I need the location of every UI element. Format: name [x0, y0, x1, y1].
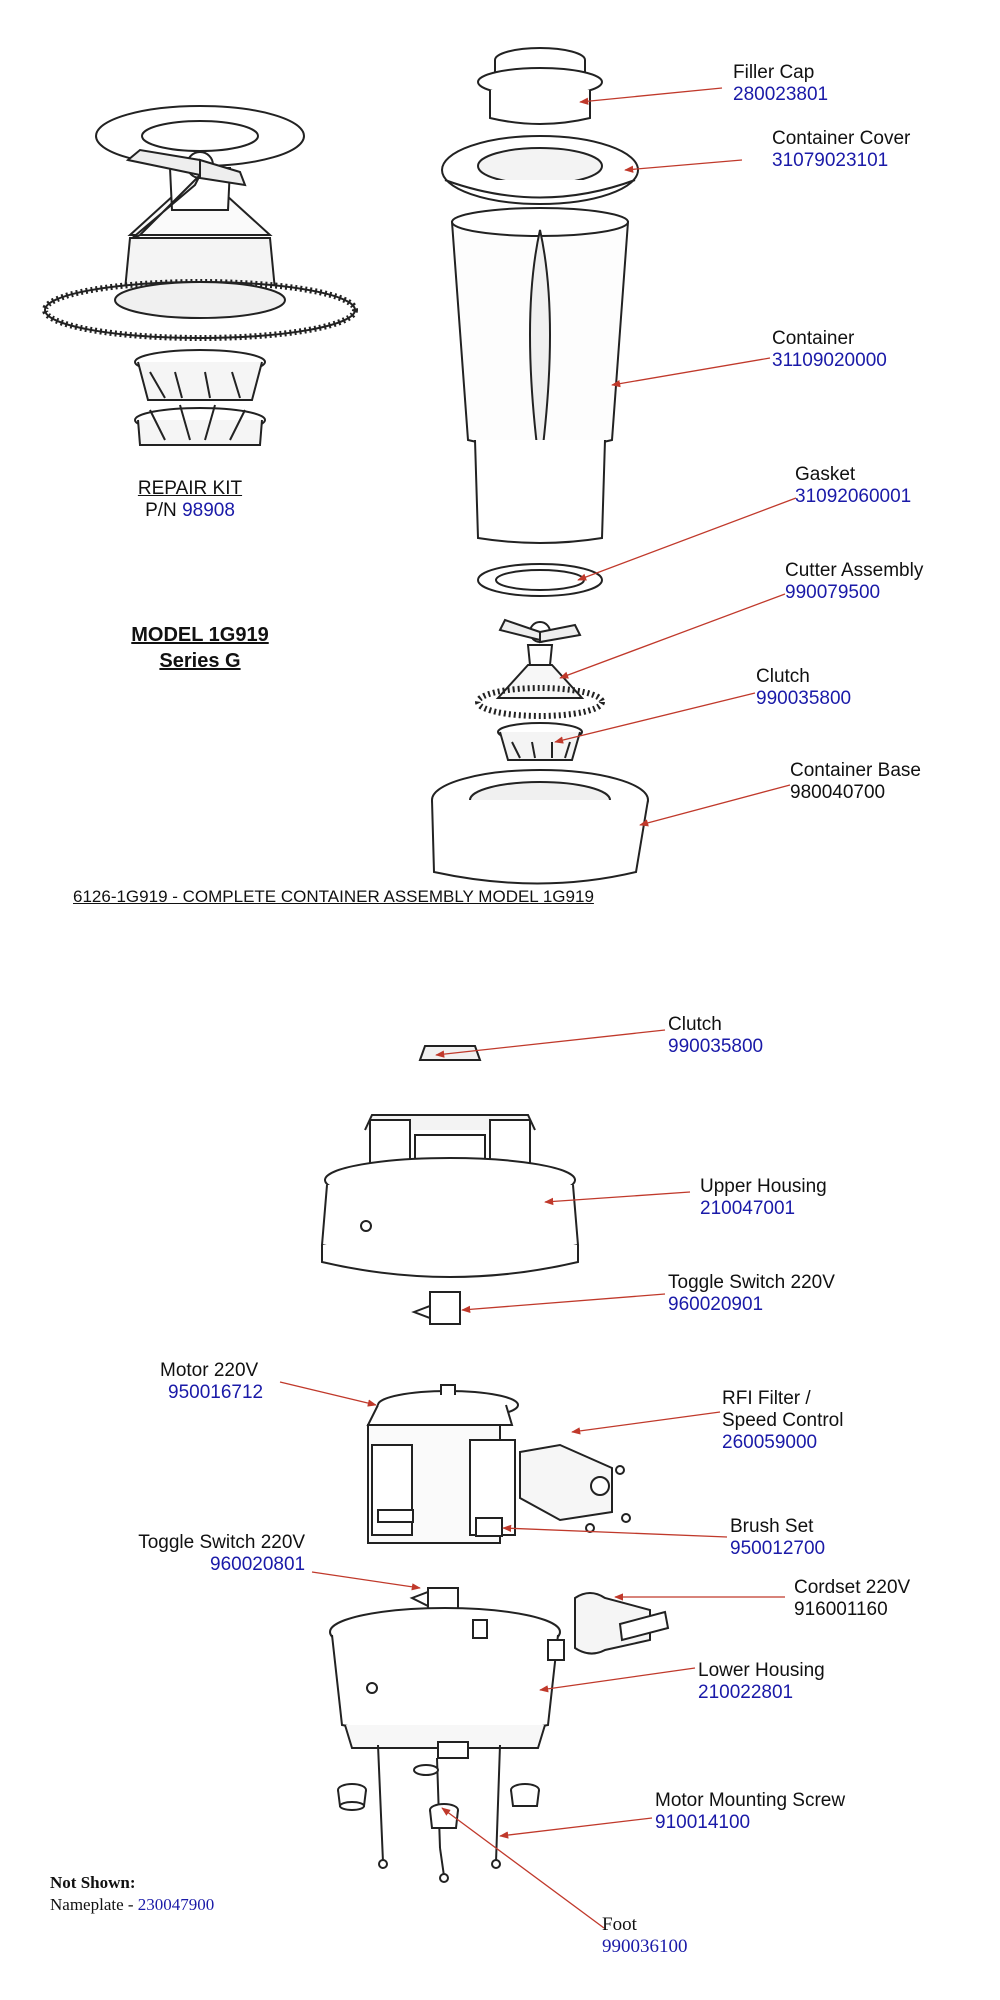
- callout-name: Brush Set: [730, 1516, 814, 1537]
- callout-toggle-switch-2: Toggle Switch 220V 960020801: [135, 1532, 305, 1576]
- callout-part-number: 980040700: [790, 782, 886, 803]
- callout-filler-cap: Filler Cap 280023801: [733, 62, 828, 106]
- callout-name: Cordset 220V: [794, 1577, 911, 1598]
- callout-brush-set: Brush Set 950012700: [730, 1516, 825, 1560]
- callout-part-number: 960020901: [668, 1294, 764, 1315]
- callout-name: Lower Housing: [698, 1660, 825, 1681]
- callout-part-number: 990035800: [668, 1036, 764, 1057]
- callout-name: Toggle Switch 220V: [138, 1532, 306, 1553]
- callout-part-number: 990079500: [785, 582, 881, 603]
- repair-kit-title: REPAIR KIT: [137, 478, 243, 499]
- assembly-caption: 6126-1G919 - COMPLETE CONTAINER ASSEMBLY…: [73, 887, 594, 906]
- callout-gasket: Gasket 31092060001: [795, 464, 911, 508]
- callout-name: Foot: [602, 1914, 637, 1935]
- callout-name: Clutch: [756, 666, 810, 687]
- callout-part-number: 31092060001: [795, 486, 912, 507]
- container-assembly-drawing: [431, 47, 649, 885]
- callout-name: Gasket: [795, 464, 856, 485]
- callout-upper-housing: Upper Housing 210047001: [700, 1176, 827, 1220]
- callout-cutter-assembly: Cutter Assembly 990079500: [785, 560, 923, 604]
- callout-foot: Foot 990036100: [602, 1914, 688, 1958]
- callout-part-number: 950016712: [168, 1382, 264, 1403]
- callout-name: Clutch: [668, 1014, 722, 1035]
- model-heading: MODEL 1G919 Series G: [80, 622, 320, 674]
- repair-kit-pn-prefix: P/N: [145, 500, 177, 521]
- callout-part-number: 280023801: [733, 84, 829, 105]
- leader-lines: [279, 87, 797, 1929]
- callout-name: Motor 220V: [160, 1360, 259, 1381]
- callout-name: Container: [772, 328, 855, 349]
- not-shown-heading: Not Shown:: [50, 1873, 136, 1892]
- callout-part-number: 950012700: [730, 1538, 826, 1559]
- callout-name: Motor Mounting Screw: [655, 1790, 846, 1811]
- callout-part-number: 910014100: [655, 1812, 751, 1833]
- callout-part-number: 916001160: [794, 1599, 888, 1620]
- callout-container-base: Container Base 980040700: [790, 760, 921, 804]
- callout-part-number: 990036100: [602, 1936, 688, 1957]
- callout-container: Container 31109020000: [772, 328, 887, 372]
- callout-name-line2: Speed Control: [722, 1410, 844, 1431]
- callout-container-cover: Container Cover 31079023101: [772, 128, 910, 172]
- repair-kit-label: REPAIR KIT P/N 98908: [80, 478, 300, 522]
- model-name: MODEL 1G919: [131, 624, 269, 646]
- not-shown-part-number: 230047900: [137, 1895, 215, 1914]
- model-series: Series G: [159, 650, 241, 672]
- motor-base-drawing: [320, 1045, 670, 1883]
- callout-part-number: 210047001: [700, 1198, 796, 1219]
- callout-name: Filler Cap: [733, 62, 815, 83]
- callout-name: RFI Filter /: [722, 1388, 811, 1409]
- callout-clutch-top: Clutch 990035800: [756, 666, 851, 710]
- callout-part-number: 960020801: [210, 1554, 306, 1575]
- callout-name: Upper Housing: [700, 1176, 827, 1197]
- callout-cordset: Cordset 220V 916001160: [794, 1577, 910, 1621]
- callout-clutch-bottom: Clutch 990035800: [668, 1014, 763, 1058]
- callout-motor: Motor 220V 950016712: [160, 1360, 263, 1404]
- callout-part-number: 990035800: [756, 688, 852, 709]
- callout-part-number: 260059000: [722, 1432, 818, 1453]
- callout-part-number: 210022801: [698, 1682, 794, 1703]
- callout-name: Container Base: [790, 760, 921, 781]
- callout-part-number: 31079023101: [772, 150, 889, 171]
- callout-rfi-filter: RFI Filter / Speed Control 260059000: [722, 1388, 843, 1454]
- callout-lower-housing: Lower Housing 210022801: [698, 1660, 825, 1704]
- not-shown-note: Not Shown: Nameplate - 230047900: [50, 1872, 214, 1916]
- repair-kit-pn: 98908: [182, 500, 235, 521]
- callout-motor-mounting-screw: Motor Mounting Screw 910014100: [655, 1790, 845, 1834]
- not-shown-item: Nameplate -: [50, 1895, 138, 1914]
- callout-name: Toggle Switch 220V: [668, 1272, 835, 1293]
- callout-part-number: 31109020000: [772, 350, 887, 371]
- callout-name: Container Cover: [772, 128, 911, 149]
- repair-kit-drawing: [42, 105, 358, 446]
- callout-toggle-switch-1: Toggle Switch 220V 960020901: [668, 1272, 835, 1316]
- callout-name: Cutter Assembly: [785, 560, 924, 581]
